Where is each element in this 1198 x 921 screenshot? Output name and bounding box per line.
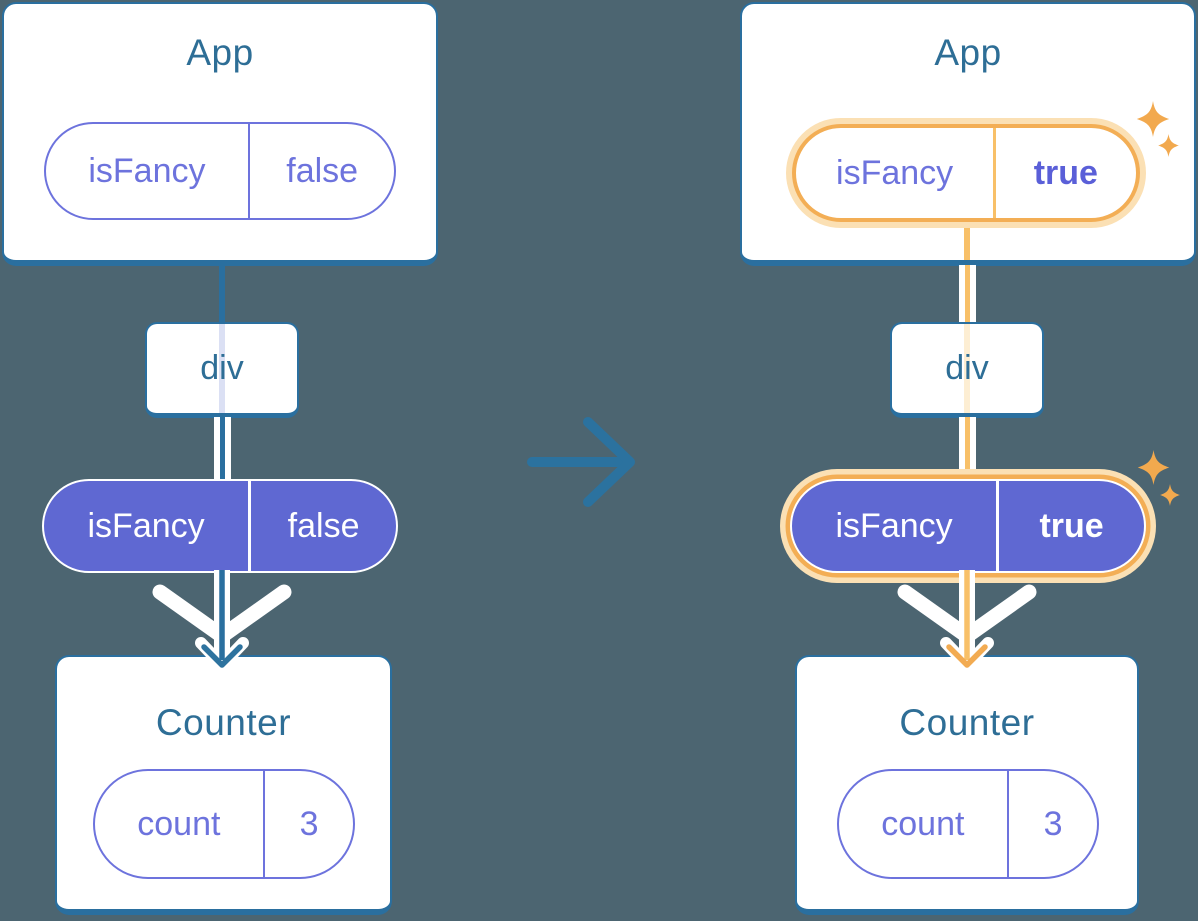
after-app-title: App (934, 32, 1002, 73)
after-div-node: div (890, 322, 1044, 418)
state-name-cell: count (881, 804, 965, 843)
down-arrowhead-icon (201, 644, 243, 668)
prop-name-cell: isFancy (88, 151, 206, 190)
after-app-to-div-line (959, 265, 976, 322)
sparkle-icon (1137, 450, 1170, 485)
state-value-cell: 3 (1043, 804, 1063, 843)
line-casing (970, 417, 976, 479)
before-app-to-div-line (219, 265, 225, 322)
before-flow-arrow (152, 570, 292, 671)
line-core (964, 417, 970, 479)
before-div-label: div (200, 349, 244, 387)
after-counter-title: Counter (899, 702, 1035, 743)
pill-divider (247, 124, 251, 218)
after-app-prop-pill: isFancy true (792, 124, 1140, 222)
line-casing (959, 265, 965, 322)
after-div-label: div (945, 349, 989, 387)
line-casing (225, 417, 231, 479)
line-casing (214, 417, 220, 479)
after-counter-card: Counter count 3 (795, 655, 1139, 915)
prop-value-cell: false (286, 151, 359, 190)
sparkle-icon (1136, 101, 1170, 137)
line-core (219, 417, 225, 479)
pill-divider (996, 481, 1000, 571)
arrow-head (583, 417, 635, 507)
before-counter-state-pill: count 3 (93, 769, 355, 879)
prop-name-cell: isFancy (836, 153, 954, 192)
before-div-to-pill-line (214, 417, 231, 479)
before-counter-card: Counter count 3 (55, 655, 392, 915)
transition-right-arrow-icon (527, 417, 635, 507)
prop-name-cell: isFancy (835, 506, 953, 545)
state-name-cell: count (137, 804, 221, 843)
down-arrowhead-icon (946, 644, 988, 668)
after-pill-to-card-line (963, 216, 970, 260)
before-div-node: div (145, 322, 299, 418)
prop-value-cell: false (287, 506, 360, 545)
pill-divider (1006, 771, 1010, 877)
after-counter-state-pill: count 3 (837, 769, 1099, 879)
prop-name-cell: isFancy (87, 506, 205, 545)
before-passed-prop-pill: isFancy false (42, 479, 398, 573)
after-flow-arrow (897, 570, 1037, 671)
line-core (964, 265, 970, 322)
state-value-cell: 3 (299, 804, 319, 843)
prop-trace-line (219, 324, 225, 413)
line-casing (959, 417, 965, 479)
after-app-card: App isFancy true (740, 2, 1196, 266)
prop-value-cell: true (1039, 506, 1104, 545)
line-casing (970, 265, 976, 322)
before-app-prop-pill: isFancy false (44, 122, 396, 220)
pill-divider (262, 771, 266, 877)
prop-value-cell: true (1033, 153, 1098, 192)
before-counter-title: Counter (155, 702, 292, 743)
before-app-card: App isFancy false (2, 2, 438, 266)
before-app-title: App (186, 32, 254, 73)
prop-trace-line (964, 324, 970, 413)
after-passed-prop-pill: isFancy true (790, 479, 1146, 573)
pill-divider (248, 481, 252, 571)
sparkle-icon (1158, 134, 1179, 157)
after-div-to-pill-line (959, 417, 976, 479)
pill-divider (993, 128, 996, 218)
sparkle-icon (1160, 484, 1180, 506)
